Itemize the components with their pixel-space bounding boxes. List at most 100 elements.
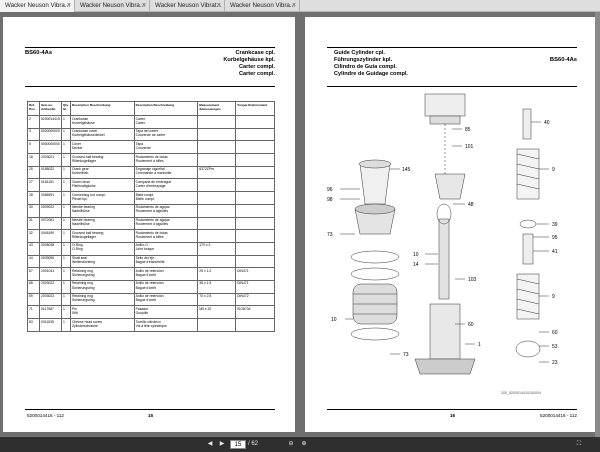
- table-cell: 0186022: [38, 165, 62, 180]
- table-cell: Shaft seal Wellendichtring: [69, 254, 135, 269]
- title-line: Führungszylinder kpl.: [334, 57, 393, 63]
- table-cell: 1: [60, 267, 71, 281]
- col-header: Description Beschreibung: [133, 101, 199, 116]
- table-cell: Crankcase cover Kurbelgehäusedeckel: [69, 127, 135, 142]
- table-cell: Needle bearing Nadellhülse: [69, 203, 135, 218]
- page-title: Guide Cylinder cpl. Führungszylinder kpl…: [334, 50, 408, 78]
- callout-label: 10: [413, 252, 419, 258]
- callout-label: 96: [327, 187, 333, 193]
- col-header: Item no. Artikel-Nr.: [38, 101, 62, 116]
- table-cell: 2003023: [38, 292, 62, 307]
- table-cell: 67: [27, 267, 40, 281]
- tab-document-3[interactable]: Wacker Neuson Vibrat...×: [150, 0, 225, 12]
- table-cell: 1: [60, 305, 71, 319]
- table-cell: 170 x 3: [197, 241, 237, 256]
- table-cell: 1: [60, 191, 71, 205]
- table-cell: Anillo-O Joint torique: [133, 241, 199, 256]
- table-cell: 0009022: [38, 203, 62, 218]
- table-cell: 1: [60, 115, 71, 129]
- table-cell: Grooved ball bearing Rillenkugellager: [69, 153, 135, 167]
- table-cell: [235, 191, 275, 205]
- table-cell: 6372ZPm: [197, 165, 237, 180]
- zoom-out-icon[interactable]: ⊖: [288, 441, 294, 447]
- previous-page-icon[interactable]: ◀: [207, 441, 213, 447]
- close-tab-icon[interactable]: ×: [141, 2, 146, 9]
- table-cell: Crankcase Kurbelgehäuse: [69, 115, 135, 129]
- table-cell: [235, 254, 275, 269]
- close-tab-icon[interactable]: ×: [291, 2, 296, 9]
- fullscreen-icon[interactable]: ⛶: [576, 441, 582, 447]
- table-cell: Connecting rod compl. Pleuel kpl.: [69, 191, 135, 205]
- title-line: Cilindro de Guía compl.: [334, 64, 397, 70]
- table-cell: Retaining ring Sicherungsring: [69, 292, 135, 307]
- tab-label: Wacker Neuson Vibra...: [5, 2, 70, 9]
- figure-code: 200_5200014410100004: [501, 391, 541, 395]
- header-rule: [327, 47, 577, 48]
- callout-label: 85: [465, 127, 471, 133]
- tab-document-1[interactable]: Wacker Neuson Vibra...×: [0, 0, 75, 12]
- callout-label: 101: [465, 144, 474, 150]
- table-cell: [235, 127, 275, 142]
- table-cell: Anillo de retención Bague d'arrêt: [133, 267, 199, 281]
- header-rule: [25, 86, 275, 87]
- table-cell: 25 x 1.2: [197, 267, 237, 281]
- page-total: / 62: [248, 441, 259, 447]
- table-cell: Carter Carter: [133, 115, 199, 129]
- table-cell: 1: [60, 241, 71, 256]
- col-header: Measurement Abmessungen: [197, 101, 237, 116]
- table-cell: 0117587: [38, 305, 62, 319]
- tab-bar: Wacker Neuson Vibra...× Wacker Neuson Vi…: [0, 0, 600, 12]
- table-cell: 28: [27, 191, 40, 205]
- document-viewer[interactable]: BS60-4As Crankcase cpl. Kurbelgehäuse kp…: [0, 12, 600, 437]
- model-label: BS60-4As: [25, 50, 53, 56]
- table-cell: 2003022: [38, 279, 62, 294]
- page-number-input[interactable]: 15: [230, 440, 246, 449]
- table-cell: 43: [27, 241, 40, 256]
- scrollbar[interactable]: [595, 12, 600, 437]
- callout-label: 9: [552, 294, 555, 300]
- table-cell: Retaining ring Sicherungsring: [69, 279, 135, 294]
- table-cell: Engranaje cigueñal Commande à manivelle: [133, 165, 199, 180]
- callout-label: 10: [331, 317, 337, 323]
- close-tab-icon[interactable]: ×: [216, 2, 221, 9]
- next-page-icon[interactable]: ▶: [219, 441, 225, 447]
- title-line: Crankcase cpl.: [235, 50, 276, 56]
- table-cell: DIN472: [235, 292, 275, 307]
- table-cell: 1: [60, 254, 71, 269]
- table-cell: Cover Deckel: [69, 140, 135, 155]
- table-cell: 1: [60, 229, 71, 243]
- table-cell: 0011535: [38, 318, 62, 332]
- callout-label: 103: [468, 277, 477, 283]
- table-cell: [197, 203, 237, 218]
- zoom-in-icon[interactable]: ⊕: [301, 441, 307, 447]
- close-tab-icon[interactable]: ×: [66, 2, 71, 9]
- title-line: Carter compl.: [238, 64, 275, 70]
- table-cell: 1: [60, 292, 71, 307]
- callout-label: 23: [552, 360, 558, 366]
- table-cell: 5000000000: [38, 140, 62, 155]
- table-cell: [235, 140, 275, 155]
- table-cell: [197, 127, 237, 142]
- table-cell: 0008038: [38, 241, 62, 256]
- table-cell: Clutch drum Fliehkraftglocke: [69, 178, 135, 193]
- col-header: Ref. Pos.: [27, 101, 40, 116]
- table-cell: [235, 216, 275, 231]
- table-cell: 5: [27, 140, 40, 155]
- table-cell: [235, 153, 275, 167]
- table-cell: [197, 115, 237, 129]
- table-cell: Pin Stift: [69, 305, 135, 319]
- callout-label: 1: [478, 342, 481, 348]
- tab-document-4[interactable]: Wacker Neuson Vibra...×: [225, 0, 300, 12]
- tab-label: Wacker Neuson Vibra...: [230, 2, 295, 9]
- table-cell: 44: [27, 254, 40, 269]
- tab-document-2[interactable]: Wacker Neuson Vibra...×: [75, 0, 150, 12]
